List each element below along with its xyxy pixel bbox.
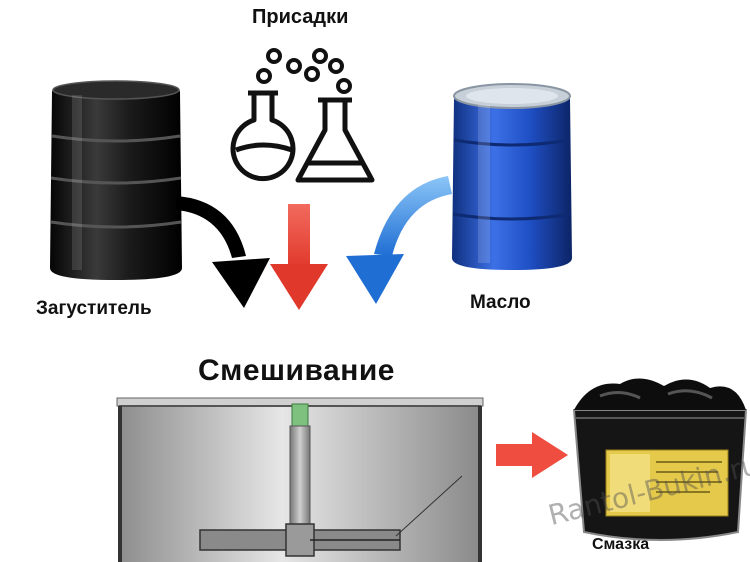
- blue-barrel-icon: [452, 83, 572, 270]
- mixing-tank-icon: [116, 397, 484, 562]
- mixing-title: Смешивание: [198, 354, 395, 387]
- flask-icon: [295, 97, 375, 183]
- black-barrel-icon: [50, 80, 182, 280]
- grease-container-icon: [572, 378, 748, 541]
- red-arrow-icon: [270, 204, 328, 310]
- grease-label: Смазка: [592, 536, 650, 553]
- flask-icon: [230, 90, 296, 182]
- additives-label: Присадки: [252, 6, 349, 28]
- thickener-label: Загуститель: [36, 298, 152, 319]
- blue-arrow-icon: [346, 176, 452, 304]
- black-arrow-icon: [176, 196, 270, 308]
- red-right-arrow-icon: [496, 432, 568, 478]
- bubbles-icon: [256, 48, 352, 94]
- oil-label: Масло: [470, 292, 531, 313]
